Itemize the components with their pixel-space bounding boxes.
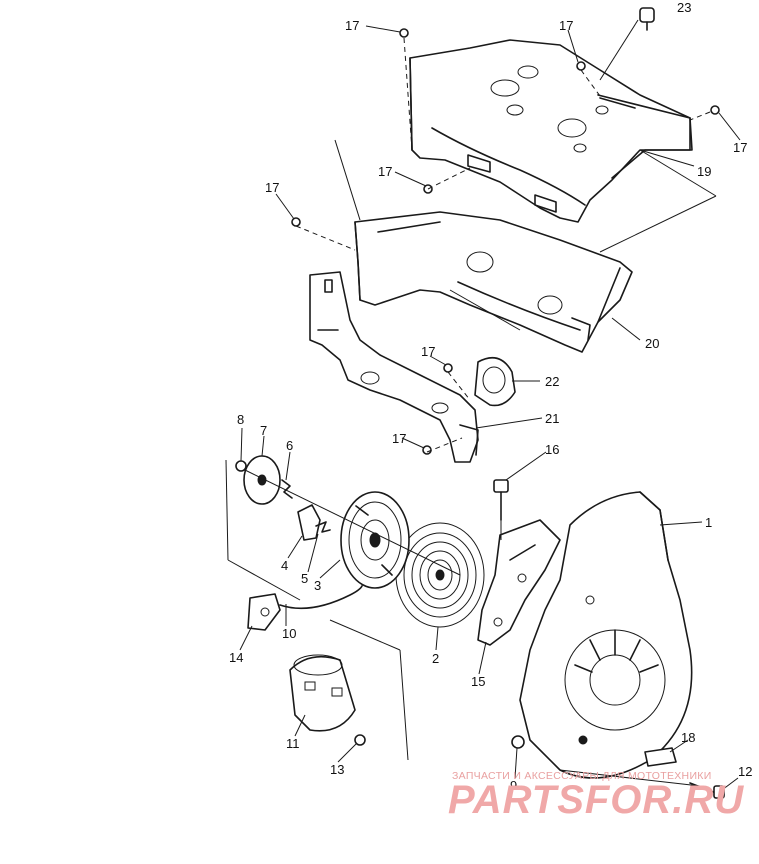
callout-1: 1: [705, 515, 712, 530]
side-bracket-part-21: [309, 271, 479, 463]
callout-17: 17: [559, 18, 573, 33]
leader-lines: [239, 19, 741, 791]
callout-14: 14: [229, 650, 243, 665]
plate-part-18: [644, 747, 677, 767]
screw-part-13: [354, 734, 366, 746]
callout-4: 4: [281, 558, 288, 573]
callout-7: 7: [260, 423, 267, 438]
callout-11: 11: [286, 736, 300, 751]
watermark-logo: PARTSFOR.RU: [448, 778, 745, 822]
callout-2: 2: [432, 651, 439, 666]
watermark-caption: ЗАПЧАСТИ И АКСЕССУАРЫ ДЛЯ МОТОТЕХНИКИ: [452, 770, 712, 782]
gasket-part-22: [474, 356, 516, 407]
callout-13: 13: [330, 762, 344, 777]
callout-21: 21: [545, 411, 559, 426]
friction-plate-part-7: [243, 455, 281, 505]
bolt-part-12: [689, 782, 725, 799]
callout-17: 17: [378, 164, 392, 179]
callout-17: 17: [392, 431, 406, 446]
pawl-spring-part-5: [315, 521, 331, 533]
starter-pulley-part-3: [340, 491, 410, 589]
callout-17: 17: [733, 140, 747, 155]
starter-cup-part-11: [289, 654, 356, 732]
lower-shroud-part-20: [354, 211, 633, 353]
callout-6: 6: [286, 438, 293, 453]
callout-10: 10: [282, 626, 296, 641]
callout-5: 5: [301, 571, 308, 586]
callout-9: 9: [510, 778, 517, 793]
starter-rope-part-10: [279, 585, 363, 610]
callout-17: 17: [421, 344, 435, 359]
callout-20: 20: [645, 336, 659, 351]
callout-12: 12: [738, 764, 752, 779]
rope-guide-bracket-part-15: [477, 519, 561, 646]
callout-19: 19: [697, 164, 711, 179]
spring-part-6: [281, 479, 293, 499]
callout-22: 22: [545, 374, 559, 389]
callout-16: 16: [545, 442, 559, 457]
assembly-lines: [225, 37, 717, 787]
callout-17: 17: [345, 18, 359, 33]
starter-handle-part-14: [247, 593, 281, 631]
callout-labels: 17 17 23 17 19 17 17 20 17 22 21 17 16 8…: [229, 0, 752, 793]
nut-part-8: [235, 460, 247, 472]
callout-23: 23: [677, 0, 691, 15]
pawl-part-4: [297, 504, 321, 541]
callout-3: 3: [314, 578, 321, 593]
stud-part-16: [493, 479, 509, 521]
callout-17: 17: [265, 180, 279, 195]
callout-8: 8: [237, 412, 244, 427]
upper-shroud-part-19: [409, 39, 693, 223]
bolt-part-23: [639, 7, 655, 31]
fan-housing-part-1: [519, 491, 693, 779]
washer-part-9: [511, 735, 525, 749]
callout-15: 15: [471, 674, 485, 689]
callout-18: 18: [681, 730, 695, 745]
bolts-part-17: [291, 28, 720, 455]
